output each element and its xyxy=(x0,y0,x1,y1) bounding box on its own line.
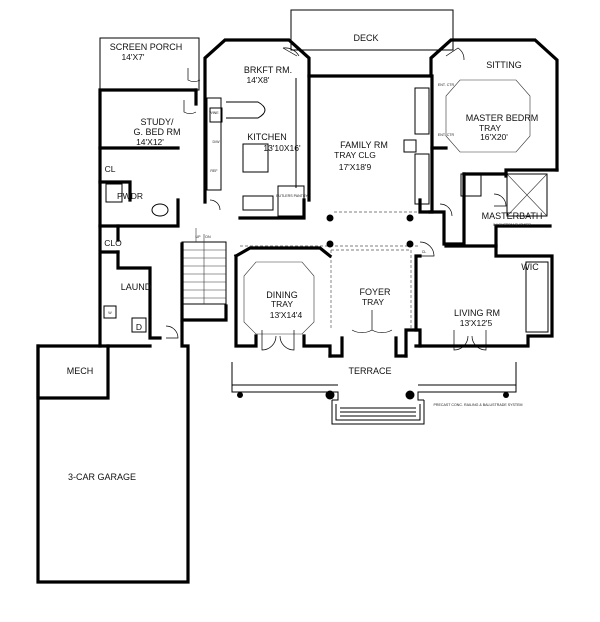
screen-porch-name: SCREEN PORCH xyxy=(110,42,183,52)
kitchen-name: KITCHEN xyxy=(247,132,287,142)
deck-outline xyxy=(290,9,454,51)
doors xyxy=(165,47,507,351)
stairs xyxy=(181,228,227,305)
master-dim: 16'X20' xyxy=(480,132,508,142)
pwdr-name: PWDR xyxy=(117,191,143,201)
masterbath-note: W/ CUSTOM SHOWER xyxy=(493,223,531,227)
deck-name: DECK xyxy=(353,33,378,43)
dining-dim: 13'X14'4 xyxy=(270,310,303,320)
pwdr-fixtures xyxy=(103,183,169,333)
garage-name: 3-CAR GARAGE xyxy=(68,472,136,482)
cl-label-living: CL xyxy=(422,250,427,254)
study-dim: 14'X12' xyxy=(136,137,164,147)
master-ceiling: TRAY xyxy=(479,123,501,133)
study-name: STUDY/ xyxy=(140,117,174,127)
ref-label: REF xyxy=(210,169,218,173)
foyer-ceiling: TRAY xyxy=(362,297,384,307)
brkft-dim: 14'X8' xyxy=(246,75,269,85)
brkft-name: BRKFT RM. xyxy=(244,65,292,75)
washer-label: W xyxy=(108,311,112,315)
stair-dn-label: DN xyxy=(205,235,211,239)
wic-name: WIC xyxy=(521,262,539,272)
masterbath-fixtures xyxy=(460,173,549,333)
mech-name: MECH xyxy=(67,366,94,376)
dryer-label: D xyxy=(136,322,142,332)
columns xyxy=(237,214,509,400)
railing-note: PRECAST CONC. RAILING & BALUSTRADE SYSTE… xyxy=(434,403,523,407)
masterbath-name: MASTERBATH xyxy=(482,211,543,221)
living-name: LIVING RM xyxy=(454,308,500,318)
dining-tray-outline xyxy=(243,261,315,335)
master-name: MASTER BEDRM xyxy=(466,113,539,123)
kitchen-dim: 13'10X16' xyxy=(263,143,301,153)
stair-up-label: UP xyxy=(196,235,202,239)
dw-label: D/W xyxy=(213,140,221,144)
clo-label: CLO xyxy=(104,238,122,248)
cl-label-study: CL xyxy=(105,164,116,174)
laund-name: LAUND xyxy=(121,282,152,292)
family-name: FAMILY RM xyxy=(340,140,388,150)
terrace-name: TERRACE xyxy=(348,366,391,376)
screen-porch-dim: 14'X7' xyxy=(121,52,144,62)
pantry-label: BUTLERS PANTRY xyxy=(276,194,308,198)
foyer-dashed-lines xyxy=(240,245,420,330)
sitting-name: SITTING xyxy=(486,60,522,70)
terrace-outline xyxy=(231,362,517,425)
ent-ctr-label-2: ENT. CTR xyxy=(438,133,455,137)
wine-label: WINE xyxy=(209,111,219,115)
family-dim: 17'X18'9 xyxy=(339,162,372,172)
family-ceiling: TRAY CLG xyxy=(334,150,376,160)
dining-ceiling: TRAY xyxy=(271,299,293,309)
study-name-2: G. BED RM xyxy=(133,127,180,137)
dining-name: DINING xyxy=(266,290,298,300)
exterior-walls xyxy=(36,38,559,584)
foyer-name: FOYER xyxy=(359,287,391,297)
living-dim: 13'X12'5 xyxy=(460,318,493,328)
ent-ctr-label-1: ENT. CTR xyxy=(438,83,455,87)
master-tray-outline xyxy=(445,79,531,153)
family-built-ins xyxy=(334,87,430,213)
